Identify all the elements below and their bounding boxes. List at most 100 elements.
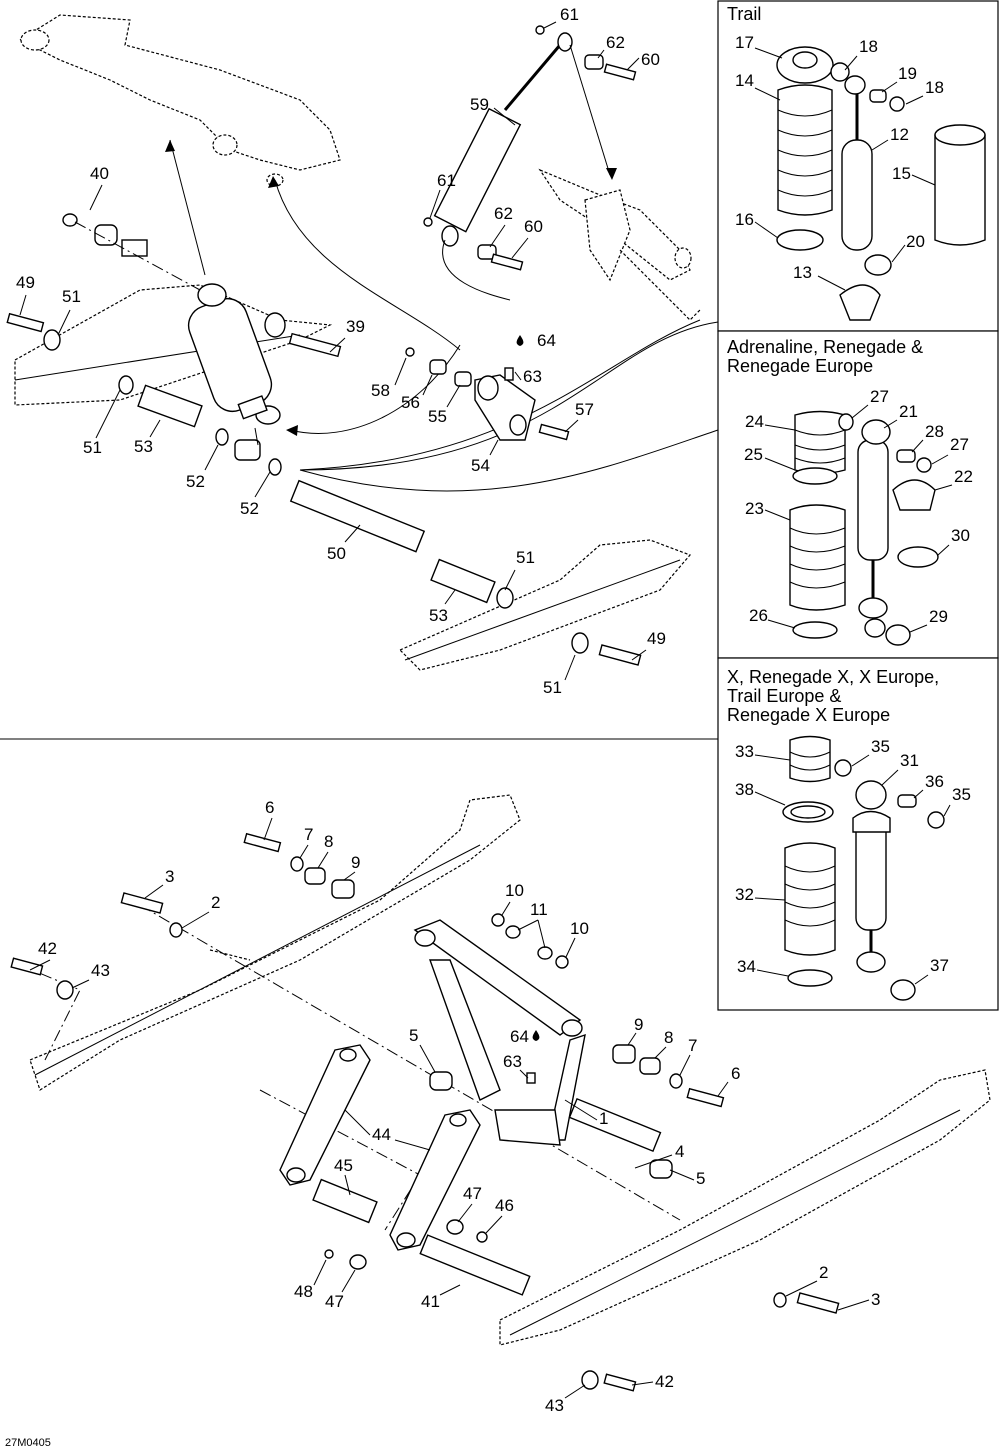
x-parts (782, 735, 945, 1001)
link-44-left-top (339, 1048, 357, 1062)
nut-61-top (535, 25, 545, 35)
callouts: 61 62 60 59 61 62 60 40 49 51 39 64 63 5… (16, 5, 973, 1415)
washer-7-right (669, 1073, 683, 1089)
callout-61: 61 (560, 5, 579, 24)
link-44-right-top (449, 1113, 467, 1127)
spacer-55 (454, 371, 472, 387)
callout-51: 51 (62, 287, 81, 306)
rear-shock (187, 283, 281, 425)
callout-61: 61 (437, 171, 456, 190)
callout-5: 5 (696, 1169, 705, 1188)
bolt-3-left (120, 892, 164, 914)
axle-50 (289, 479, 426, 553)
callout-30: 30 (951, 526, 970, 545)
callout-6: 6 (731, 1064, 740, 1083)
callout-60: 60 (641, 50, 660, 69)
callout-54: 54 (471, 456, 490, 475)
callout-57: 57 (575, 400, 594, 419)
bolt-42-left (10, 957, 44, 976)
callout-43: 43 (545, 1396, 564, 1415)
callout-27: 27 (870, 387, 889, 406)
washer-52-b (268, 458, 282, 476)
bushing-39 (264, 312, 286, 338)
arrow-line-b (274, 179, 461, 351)
bolt-3-right (796, 1292, 840, 1314)
bushing-5-right (649, 1159, 673, 1179)
callout-9: 9 (634, 1015, 643, 1034)
washer-47-a (446, 1219, 464, 1235)
sleeve-45 (312, 1178, 378, 1224)
callout-32: 32 (735, 885, 754, 904)
callout-7: 7 (688, 1036, 697, 1055)
callout-2: 2 (819, 1263, 828, 1282)
washer-7-left (290, 856, 304, 872)
spacer-56 (429, 359, 447, 375)
callout-12: 12 (890, 125, 909, 144)
callout-39: 39 (346, 317, 365, 336)
washer-43-right (581, 1370, 599, 1390)
arrow-line-a (169, 139, 206, 276)
callout-14: 14 (735, 71, 754, 90)
washer-51-right-lower (571, 632, 589, 654)
nut-46 (476, 1231, 488, 1243)
axle-4 (568, 1097, 662, 1153)
callout-9: 9 (351, 853, 360, 872)
adrenaline-parts (789, 410, 939, 646)
bolt-39 (288, 332, 342, 358)
diagram-code: 27M0405 (5, 1437, 51, 1449)
arrow-head-e (606, 168, 617, 180)
callout-18: 18 (859, 37, 878, 56)
callout-35: 35 (952, 785, 971, 804)
bolt-42-right (603, 1373, 637, 1392)
callout-22: 22 (954, 467, 973, 486)
callout-53: 53 (429, 606, 448, 625)
washer-51-right (496, 587, 514, 609)
grease-drop-icon-64 (516, 335, 524, 346)
callout-52: 52 (186, 472, 205, 491)
axis-40 (74, 221, 201, 291)
panel-link-adrenaline (299, 429, 719, 492)
callout-52: 52 (240, 499, 259, 518)
bushing-52 (234, 439, 261, 461)
front-mount-dashed (538, 168, 701, 321)
front-arm-1 (413, 919, 586, 1146)
bushing-8-right (639, 1057, 661, 1075)
spacer-40 (94, 224, 118, 246)
callout-1: 1 (599, 1109, 608, 1128)
sleeve-53-right (430, 558, 496, 604)
bolt-60-bottom (490, 253, 524, 271)
arrow-head-b (268, 176, 279, 188)
callout-60: 60 (524, 217, 543, 236)
callout-10: 10 (570, 919, 589, 938)
callout-41: 41 (421, 1292, 440, 1311)
callout-2: 2 (211, 893, 220, 912)
bushing-8-left (304, 867, 326, 885)
callout-47: 47 (325, 1292, 344, 1311)
axle-41 (419, 1234, 531, 1296)
bushing-5-left (429, 1071, 453, 1091)
link-44-right-bottom (396, 1232, 416, 1248)
callout-62: 62 (606, 33, 625, 52)
nut-61-bottom (423, 217, 433, 227)
bracket-54-hole (509, 414, 527, 436)
callout-21: 21 (899, 402, 918, 421)
link-44-left (279, 1044, 371, 1186)
front-arm-dashed (18, 14, 341, 187)
bracket-54-boss (477, 375, 499, 401)
callout-47: 47 (463, 1184, 482, 1203)
callout-17: 17 (735, 33, 754, 52)
nut-11-a (505, 925, 521, 939)
sleeve-40 (121, 239, 148, 257)
washer-10-a (491, 913, 505, 927)
callout-24: 24 (745, 412, 764, 431)
nut-11-b (537, 946, 553, 960)
callout-26: 26 (749, 606, 768, 625)
callout-64: 64 (537, 331, 556, 350)
callout-36: 36 (925, 772, 944, 791)
panel-title-adrenaline-1: Adrenaline, Renegade & (727, 337, 923, 357)
washer-52-a (215, 428, 229, 446)
callout-42: 42 (655, 1372, 674, 1391)
callout-35: 35 (871, 737, 890, 756)
callout-33: 33 (735, 742, 754, 761)
